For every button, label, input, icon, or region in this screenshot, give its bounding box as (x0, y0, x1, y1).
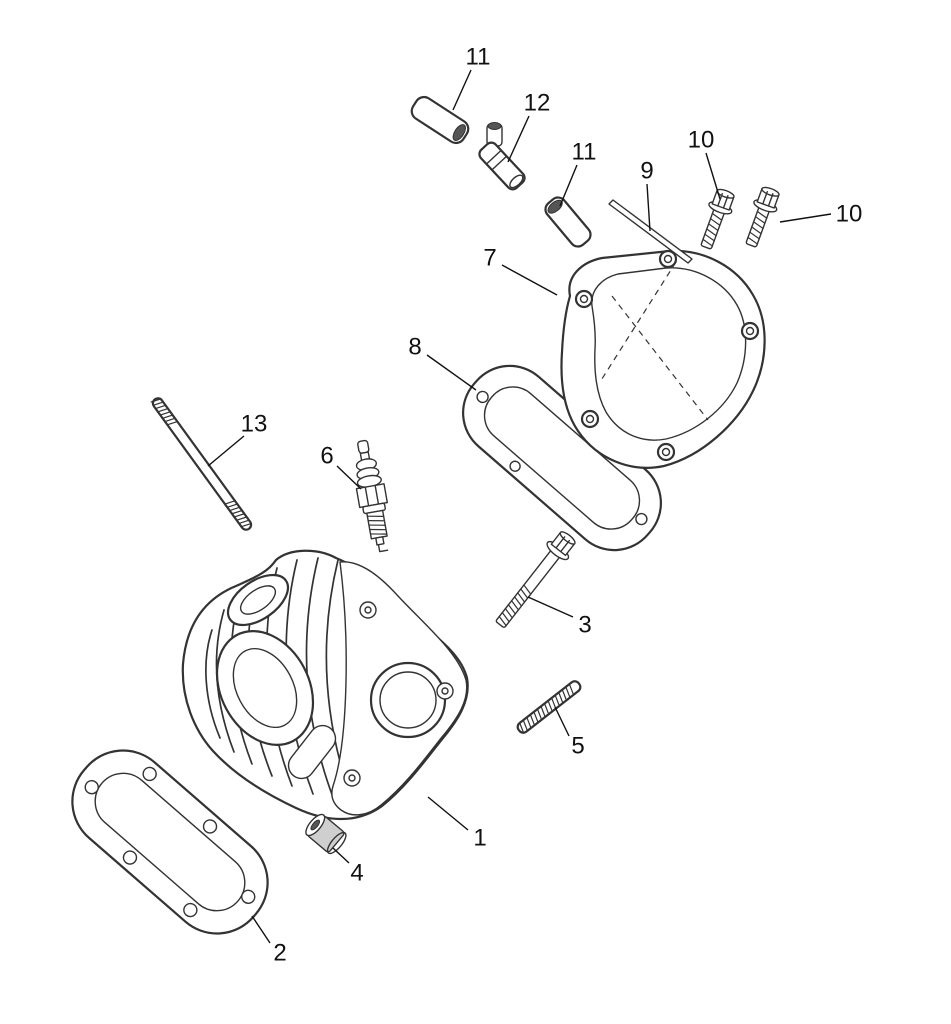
diagram-art (71, 95, 780, 935)
callout-12: 12 (507, 90, 551, 163)
head-bolt-hole (343, 601, 454, 787)
callout-label: 11 (572, 139, 597, 166)
callout-2: 2 (251, 915, 287, 967)
head-side-slot (287, 724, 337, 780)
head-intake-port (215, 630, 315, 746)
callout-11: 11 (452, 44, 491, 111)
part-10-bolt-right (745, 186, 780, 248)
callout-label: 10 (836, 201, 863, 228)
part-4-spacer-nut (305, 813, 347, 855)
callout-label: 12 (524, 90, 551, 117)
callout-label: 9 (640, 158, 653, 185)
callout-leader-line (507, 115, 530, 163)
callout-8: 8 (408, 334, 477, 391)
callout-label: 2 (273, 940, 286, 967)
callout-leader-line (426, 354, 477, 391)
callout-label: 1 (473, 825, 486, 852)
callout-6: 6 (320, 443, 362, 490)
callout-10: 10 (688, 127, 721, 200)
callout-label: 8 (408, 334, 421, 361)
callout-leader-line (332, 847, 350, 864)
callout-layer: 11 12 11 9 10 10 7 8 13 6 3 5 1 4 2 (207, 44, 863, 967)
callout-leader-line (559, 164, 578, 207)
callout-leader-line (705, 152, 721, 200)
callout-leader-line (501, 264, 558, 296)
callout-10: 10 (779, 201, 863, 228)
callout-label: 4 (350, 860, 363, 887)
callout-leader-line (452, 69, 472, 111)
part-5-stud (516, 680, 582, 734)
part-11-hose-lower (544, 196, 592, 248)
callout-leader-line (527, 596, 574, 618)
callout-label: 7 (483, 245, 496, 272)
callout-label: 3 (578, 612, 591, 639)
callout-leader-line (251, 915, 271, 944)
callout-9: 9 (640, 158, 654, 232)
part-1-cylinder-head (181, 549, 469, 821)
callout-11: 11 (559, 139, 597, 207)
callout-1: 1 (427, 796, 487, 852)
callout-label: 5 (571, 733, 584, 760)
callout-label: 13 (241, 411, 268, 438)
callout-7: 7 (483, 245, 558, 296)
part-3-flange-bolt (495, 531, 576, 628)
callout-leader-line (207, 435, 245, 467)
part-2-head-gasket (71, 749, 269, 935)
callout-label: 6 (320, 443, 333, 470)
callout-leader-line (336, 465, 362, 490)
part-9-pipe (608, 199, 693, 264)
cover-bolt-boss (574, 249, 760, 462)
callout-13: 13 (207, 411, 268, 467)
callout-3: 3 (527, 596, 592, 639)
callout-leader-line (427, 796, 469, 831)
callout-leader-line (779, 213, 832, 223)
part-10-bolt-left (700, 188, 735, 250)
part-6-spark-plug (355, 439, 389, 553)
callout-label: 11 (466, 44, 491, 71)
part-11-hose-upper (410, 95, 470, 145)
callout-5: 5 (554, 706, 585, 760)
callout-leader-line (646, 183, 651, 232)
part-12-joint (478, 122, 526, 191)
callout-label: 10 (688, 127, 715, 154)
part-13-stud-bolt (150, 397, 253, 531)
callout-4: 4 (332, 847, 364, 887)
combustion-bore (369, 661, 447, 739)
callout-leader-line (554, 706, 570, 737)
head-top-boss (226, 573, 290, 627)
part-7-head-cover (560, 249, 766, 469)
part-8-cover-gasket (462, 364, 662, 552)
